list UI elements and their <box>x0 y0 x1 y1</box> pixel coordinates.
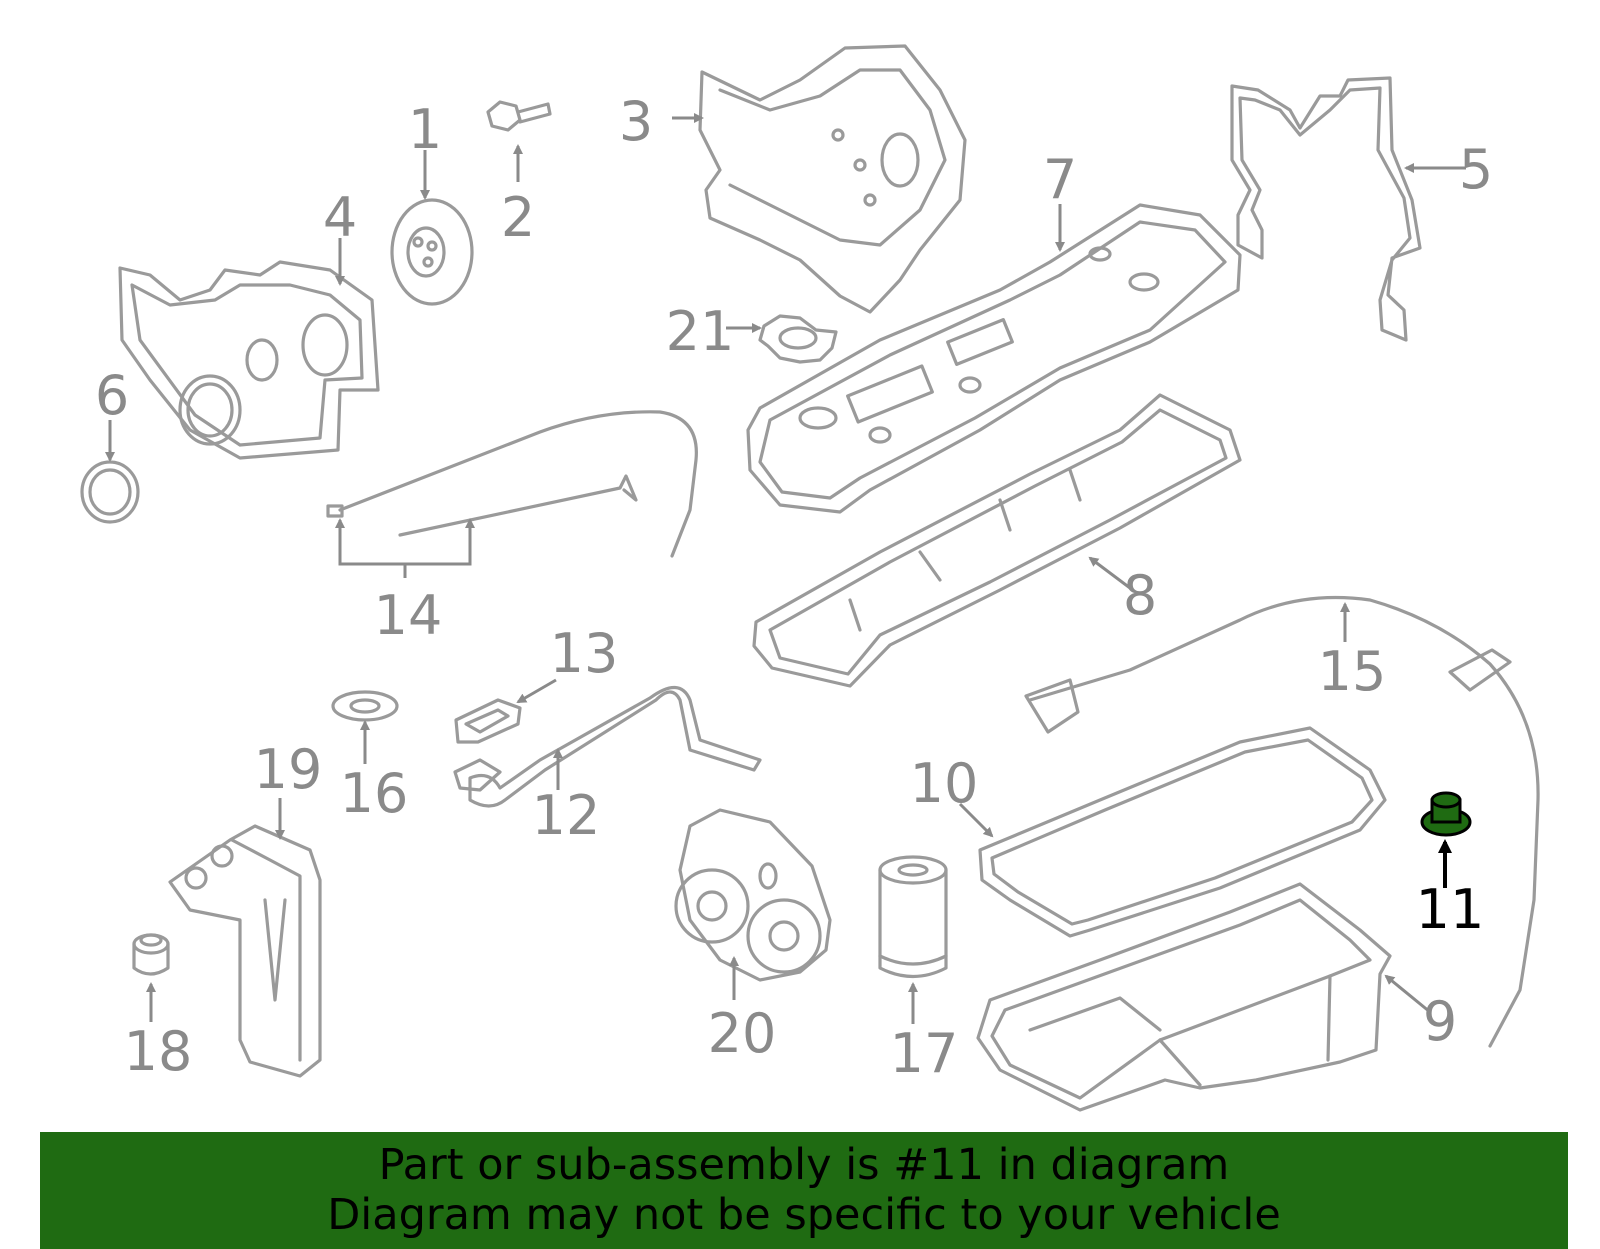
leader-14 <box>338 518 475 566</box>
info-banner: Part or sub-assembly is #11 in diagram D… <box>40 1132 1568 1249</box>
part-4-front-cover[interactable] <box>118 260 380 460</box>
callout-12: 12 <box>532 784 601 847</box>
banner-line-disclaimer: Diagram may not be specific to your vehi… <box>327 1190 1281 1240</box>
callout-20: 20 <box>708 1002 777 1065</box>
callout-2: 2 <box>501 186 535 249</box>
callout-15: 15 <box>1318 640 1387 703</box>
part-21-oil-filler-cap[interactable] <box>758 314 838 364</box>
part-1-crankshaft-pulley[interactable] <box>390 198 474 306</box>
part-11-drain-plug[interactable] <box>1420 791 1472 837</box>
part-8-valve-cover-gasket[interactable] <box>752 393 1242 688</box>
part-14-dipstick-tube[interactable] <box>326 410 698 558</box>
callout-11: 11 <box>1416 878 1485 941</box>
callout-17: 17 <box>890 1022 959 1085</box>
part-6-seal[interactable] <box>80 460 140 524</box>
callout-8: 8 <box>1123 564 1157 627</box>
part-3-timing-case[interactable] <box>698 44 967 314</box>
part-2-bolt[interactable] <box>486 100 552 132</box>
leader-9 <box>1384 974 1431 1014</box>
part-13-tube-gasket[interactable] <box>454 698 522 744</box>
callout-7: 7 <box>1043 148 1077 211</box>
leader-8 <box>1088 556 1131 590</box>
callout-13: 13 <box>550 622 619 685</box>
callout-9: 9 <box>1423 990 1457 1053</box>
callout-10: 10 <box>910 752 979 815</box>
part-15-oil-level-tube[interactable] <box>1024 595 1540 1048</box>
callout-21: 21 <box>666 300 735 363</box>
part-17-oil-filter[interactable] <box>878 855 948 978</box>
part-20-oil-pump[interactable] <box>674 808 832 982</box>
callout-4: 4 <box>323 186 357 249</box>
callout-1: 1 <box>408 98 442 161</box>
part-5-gasket[interactable] <box>1230 76 1422 342</box>
leader-10 <box>958 802 994 838</box>
banner-line-part-number: Part or sub-assembly is #11 in diagram <box>378 1140 1230 1190</box>
part-10-oil-pan-gasket[interactable] <box>978 726 1387 938</box>
part-19-oil-cooler-housing[interactable] <box>168 824 322 1078</box>
part-18-plug[interactable] <box>132 933 170 976</box>
callout-3: 3 <box>619 90 653 153</box>
part-9-oil-pan[interactable] <box>976 882 1392 1112</box>
callout-14: 14 <box>374 584 443 647</box>
callout-6: 6 <box>95 364 129 427</box>
callout-19: 19 <box>254 738 323 801</box>
callout-18: 18 <box>124 1020 193 1083</box>
leader-13 <box>516 678 557 704</box>
callout-16: 16 <box>340 762 409 825</box>
part-16-washer[interactable] <box>331 690 399 722</box>
part-7-valve-cover[interactable] <box>746 203 1242 514</box>
callout-5: 5 <box>1459 138 1493 201</box>
part-12-oil-pickup-tube[interactable] <box>453 685 762 808</box>
